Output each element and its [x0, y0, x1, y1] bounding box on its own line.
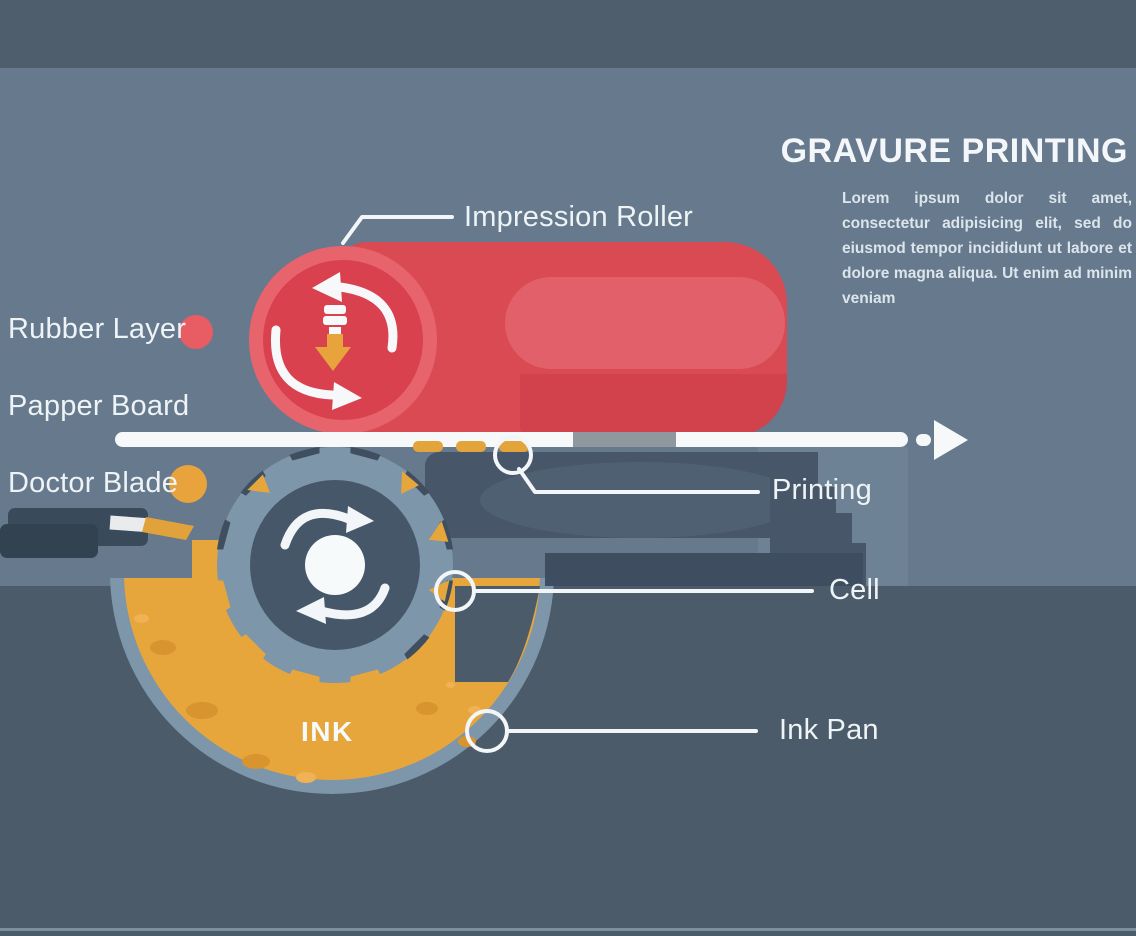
arrow-right-head: [934, 420, 968, 460]
label-rubber-layer: Rubber Layer: [8, 313, 187, 345]
label-impression-roller: Impression Roller: [464, 201, 694, 233]
printing-leader: [517, 467, 760, 494]
impression-roller-leader: [341, 215, 454, 245]
rotation-arrows-clockwise-icon: [280, 508, 390, 620]
impression-roller-shadow: [520, 374, 787, 437]
press-bed-sheen: [480, 462, 800, 538]
rubber-layer-dot: [179, 315, 213, 349]
cell-marker-circle: [434, 570, 476, 612]
doctor-blade-holder-lower: [0, 524, 98, 558]
printing-marker-circle: [493, 435, 533, 475]
label-ink-pan: Ink Pan: [779, 714, 879, 746]
ink-spot: [242, 754, 270, 769]
label-cell: Cell: [829, 574, 880, 606]
background-top-band: [0, 0, 1136, 68]
label-ink: INK: [301, 716, 354, 747]
paper-nip-segment: [573, 432, 676, 447]
bottom-accent-line: [0, 928, 1136, 931]
printed-ink-dash: [456, 441, 486, 452]
label-printing: Printing: [772, 474, 872, 506]
ink-spot: [186, 702, 218, 719]
rotation-arrows-counterclockwise-icon: [270, 282, 398, 400]
press-bed-base: [545, 553, 863, 586]
ink-spot: [150, 640, 176, 655]
arrow-right-icon: [916, 434, 931, 446]
ink-spot: [134, 614, 149, 623]
page-title: GRAVURE PRINTING: [780, 132, 1128, 170]
pan-shadow: [455, 586, 540, 682]
press-bed-steps: [770, 452, 866, 586]
paper-board-line: [115, 432, 908, 447]
ink-spot: [416, 702, 438, 715]
cylinder-axle: [305, 535, 365, 595]
ink-pan-marker-circle: [465, 709, 509, 753]
pressure-arrow: [315, 334, 351, 371]
ink-strip: [192, 540, 222, 580]
ink-spot: [446, 682, 455, 688]
printed-ink-dash: [499, 441, 529, 452]
impression-roller-highlight: [505, 277, 785, 369]
printed-ink-dash: [413, 441, 443, 452]
pressure-down-arrow-icon: [324, 305, 346, 314]
doctor-blade-tip: [142, 517, 194, 540]
ink-spot: [458, 736, 476, 747]
doctor-blade-dot: [169, 465, 207, 503]
ink-spot: [296, 772, 316, 783]
label-doctor-blade: Doctor Blade: [8, 467, 179, 499]
label-papper-board: Papper Board: [8, 390, 190, 422]
ink-spot: [468, 706, 481, 714]
intro-paragraph: Lorem ipsum dolor sit amet, consectetur …: [842, 190, 1132, 307]
